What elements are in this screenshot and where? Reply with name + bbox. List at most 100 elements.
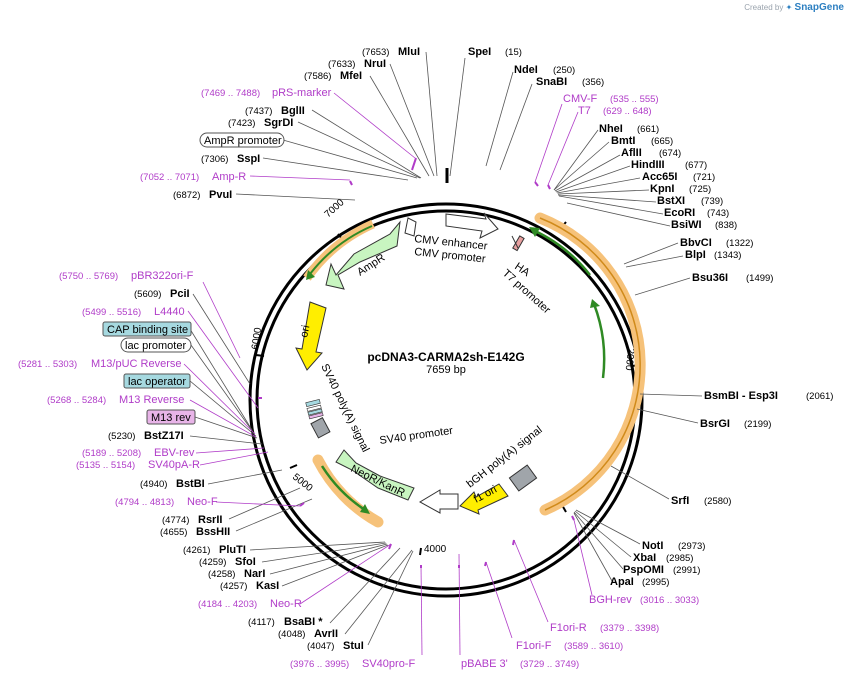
primer-name-f1ori-r: F1ori-R <box>550 622 587 634</box>
leader-m13puc <box>183 363 256 435</box>
primer-pos-pbr322ori: (5750 .. 5769) <box>59 271 118 282</box>
f1-ori-arrow <box>459 483 509 515</box>
neor-cds-arrow <box>335 449 415 501</box>
sv40-polya-label: SV40 poly(A) signal <box>318 362 371 454</box>
site-pos-sgrdi: (7423) <box>228 118 255 129</box>
leader-srfi <box>610 465 670 500</box>
leader-acc65i <box>556 177 641 194</box>
ampr-cds-arrow <box>325 220 401 290</box>
site-name-bglii: BglII <box>281 105 305 117</box>
leader-nhei <box>553 129 599 191</box>
site-pos-bsabi: (4117) <box>248 617 275 628</box>
leader-bgh-rev <box>573 519 593 596</box>
site-pos-stui: (4047) <box>307 641 334 652</box>
site-pos-kpni: (725) <box>689 184 711 195</box>
site-pos-rsrii: (4774) <box>162 515 189 526</box>
site-pos-snabi: (356) <box>582 77 604 88</box>
leader-pciboxes <box>189 328 253 431</box>
primer-pos-prs-marker: (7469 .. 7488) <box>201 88 260 99</box>
leader-lines <box>189 51 703 646</box>
site-name-nrui: NruI <box>364 58 386 70</box>
leader-bstz17i <box>189 435 263 445</box>
lac-cluster-3 <box>307 408 323 416</box>
leader-bsabi <box>329 547 401 624</box>
leader-sv40pa-r <box>199 451 269 466</box>
primer-name-pbabe3: pBABE 3' <box>461 658 508 670</box>
site-name-srfi: SrfI <box>671 495 689 507</box>
mark-prs <box>411 157 417 171</box>
leader-neo-r <box>299 543 392 605</box>
primer-pos-m13reverse: (5268 .. 5284) <box>47 395 106 406</box>
primer-name-m13reverse: M13 Reverse <box>119 394 184 406</box>
site-pos-bstbi: (4940) <box>140 479 167 490</box>
box-label-cap-binding-site: CAP binding site <box>107 324 188 336</box>
site-name-bmti: BmtI <box>611 135 635 147</box>
leader-f1ori-r <box>513 539 549 623</box>
leader-pvui <box>235 193 356 201</box>
primer-name-bgh-rev: BGH-rev <box>589 594 632 606</box>
primer-pos-sv40pa-r: (5135 .. 5154) <box>76 460 135 471</box>
leader-bglii <box>311 109 422 179</box>
site-name-ndei: NdeI <box>514 64 538 76</box>
lac-cluster-4 <box>308 412 324 420</box>
mark-bgh <box>571 515 575 521</box>
sv40-polya-box <box>310 416 331 439</box>
site-name-stui: StuI <box>343 640 364 652</box>
site-pos-kasi: (4257) <box>220 581 247 592</box>
primer-name-neo-f: Neo-F <box>187 496 218 508</box>
site-pos-bsu36i: (1499) <box>746 273 773 284</box>
leader-pcii <box>192 293 251 385</box>
insert-cds-arrowhead-2 <box>590 299 600 308</box>
leader-pspomi <box>573 511 624 570</box>
site-pos-bsmbi: (2061) <box>806 391 833 402</box>
primer-pos-amp-r: (7052 .. 7071) <box>140 172 199 183</box>
box-m13-rev <box>146 409 196 425</box>
box-label-lac-promoter: lac promoter <box>125 340 186 352</box>
created-by-text: Created by <box>744 3 784 12</box>
site-pos-avrii: (4048) <box>278 629 305 640</box>
ampr-green-arrowhead <box>306 270 315 280</box>
primer-pos-ebv-rev: (5189 .. 5208) <box>82 448 141 459</box>
snapgene-name: SnapGene <box>794 2 844 13</box>
site-pos-xbai: (2985) <box>666 553 693 564</box>
leader-bmti <box>553 141 610 191</box>
leader-nari <box>269 543 388 575</box>
site-name-xbai: XbaI <box>633 552 656 564</box>
neo-green-arrowhead <box>360 504 370 514</box>
leader-apai <box>573 512 613 582</box>
site-name-bsrgi: BsrGI <box>700 418 730 430</box>
site-name-kpni: KpnI <box>650 183 674 195</box>
tick-label-2000: 2000 <box>623 348 636 372</box>
site-pos-nrui: (7633) <box>328 59 355 70</box>
leader-kpni <box>557 189 650 195</box>
site-pos-ndei: (250) <box>553 65 575 76</box>
ampr-promoter-arrow <box>404 217 417 237</box>
site-name-bsu36i: Bsu36I <box>692 272 728 284</box>
box-label-m13-rev: M13 rev <box>151 412 191 424</box>
site-pos-pvui: (6872) <box>173 190 200 201</box>
site-name-apai: ApaI <box>610 576 634 588</box>
lac-cluster-1 <box>305 399 321 407</box>
leader-m13rev <box>194 416 258 439</box>
box-lac-promoter <box>120 337 192 353</box>
site-pos-acc65i: (721) <box>693 172 715 183</box>
site-name-noti: NotI <box>642 540 663 552</box>
primer-pos-m13puc: (5281 .. 5303) <box>18 359 77 370</box>
box-label-ampr-promoter: AmpR promoter <box>204 135 282 147</box>
site-pos-nari: (4258) <box>208 569 235 580</box>
primer-name-prs-marker: pRS-marker <box>272 87 332 99</box>
site-pos-sspi: (7306) <box>201 154 228 165</box>
site-pos-pspomi: (2991) <box>673 565 700 576</box>
leader-cmv-f <box>534 103 563 183</box>
ha-tag <box>512 235 525 252</box>
primer-pos-t7: (629 .. 648) <box>603 106 652 117</box>
site-name-mfei: MfeI <box>340 70 362 82</box>
leader-xbai <box>574 510 632 558</box>
ori-arrow <box>295 301 327 371</box>
cmv-arrow <box>445 212 499 239</box>
mark-f1r <box>512 539 515 546</box>
site-name-bstz17i: BstZ17I <box>144 430 184 442</box>
leader-mlui <box>425 51 438 177</box>
site-name-bsabi: BsaBI * <box>284 616 323 628</box>
site-pos-srfi: (2580) <box>704 496 731 507</box>
